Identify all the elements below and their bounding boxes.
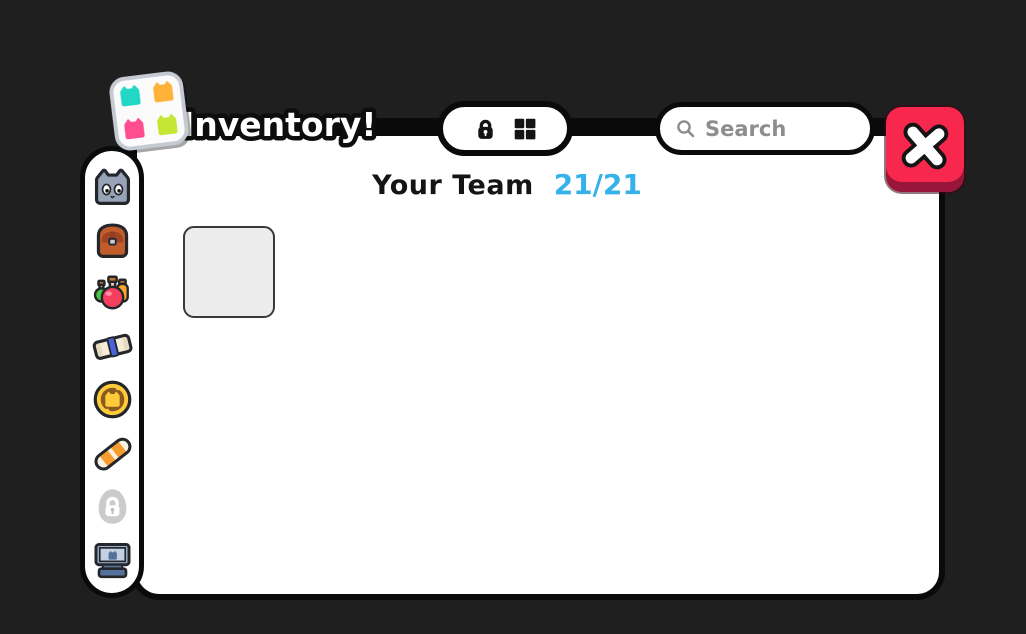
sidebar-tab-cat-coin[interactable] <box>89 377 135 423</box>
sidebar-tab-bandage[interactable] <box>89 430 135 476</box>
inventory-grid-icon <box>109 71 189 151</box>
bandage-icon <box>94 437 131 471</box>
search-input[interactable] <box>705 116 845 141</box>
panel-title: Inventory! <box>109 71 416 154</box>
team-title: Your Team <box>372 170 534 201</box>
lock-icon <box>477 119 493 139</box>
sidebar-tab-scroll[interactable] <box>89 323 135 369</box>
panel-title-text: Inventory! <box>182 105 376 144</box>
search-bar[interactable] <box>655 102 875 155</box>
team-count: 21/21 <box>553 168 642 201</box>
sidebar-tab-backpack[interactable] <box>89 216 135 262</box>
grid-view-button[interactable] <box>511 115 539 143</box>
pet-cat-icon <box>94 168 130 205</box>
sidebar-tab-storage-box[interactable] <box>89 537 135 583</box>
lock-toggle-button[interactable] <box>471 115 499 143</box>
category-sidebar <box>80 146 144 598</box>
view-controls <box>437 101 573 156</box>
search-icon <box>677 119 695 137</box>
sidebar-tab-locked-egg[interactable] <box>89 484 135 530</box>
cat-coin-icon <box>93 380 131 419</box>
grid-icon <box>514 118 536 139</box>
team-slot-empty[interactable] <box>183 226 275 318</box>
backpack-icon <box>96 223 128 258</box>
team-header: Your Team 21/21 <box>307 168 707 201</box>
locked-egg-icon <box>98 489 126 524</box>
potions-icon <box>93 275 129 310</box>
sidebar-tab-pet-cat[interactable] <box>89 163 135 209</box>
panel-title-text-svg: Inventory! <box>178 101 381 149</box>
storage-box-icon <box>94 543 131 579</box>
close-button[interactable] <box>886 107 964 192</box>
close-icon <box>901 122 949 169</box>
scroll-icon <box>92 333 132 360</box>
sidebar-tab-potions[interactable] <box>89 270 135 316</box>
